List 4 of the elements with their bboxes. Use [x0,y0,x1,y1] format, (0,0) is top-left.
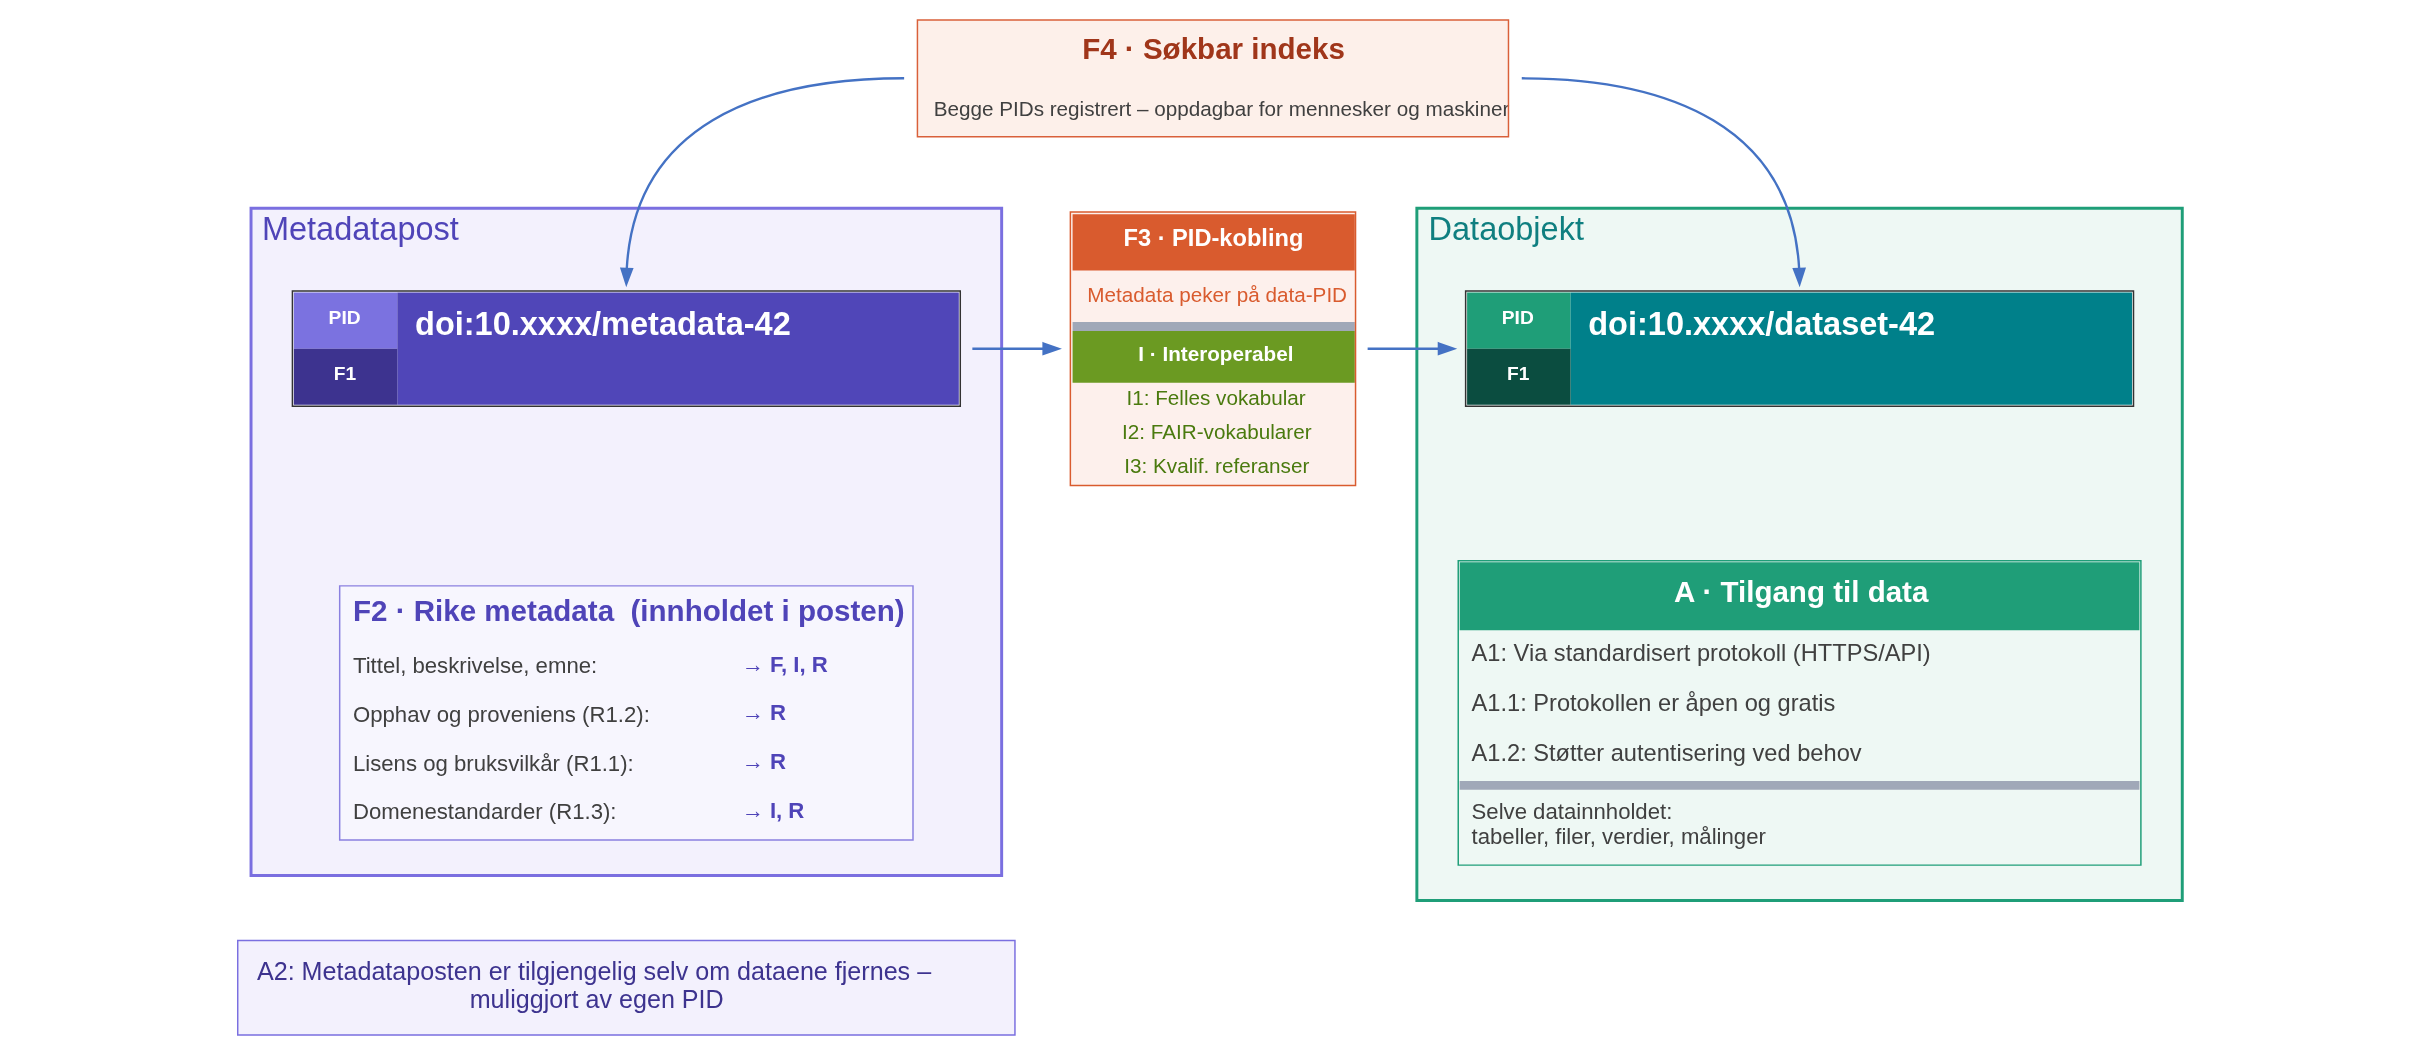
arrow [619,77,905,288]
arrow [1521,77,1806,288]
arrow [1367,341,1458,356]
arrow [972,341,1062,356]
